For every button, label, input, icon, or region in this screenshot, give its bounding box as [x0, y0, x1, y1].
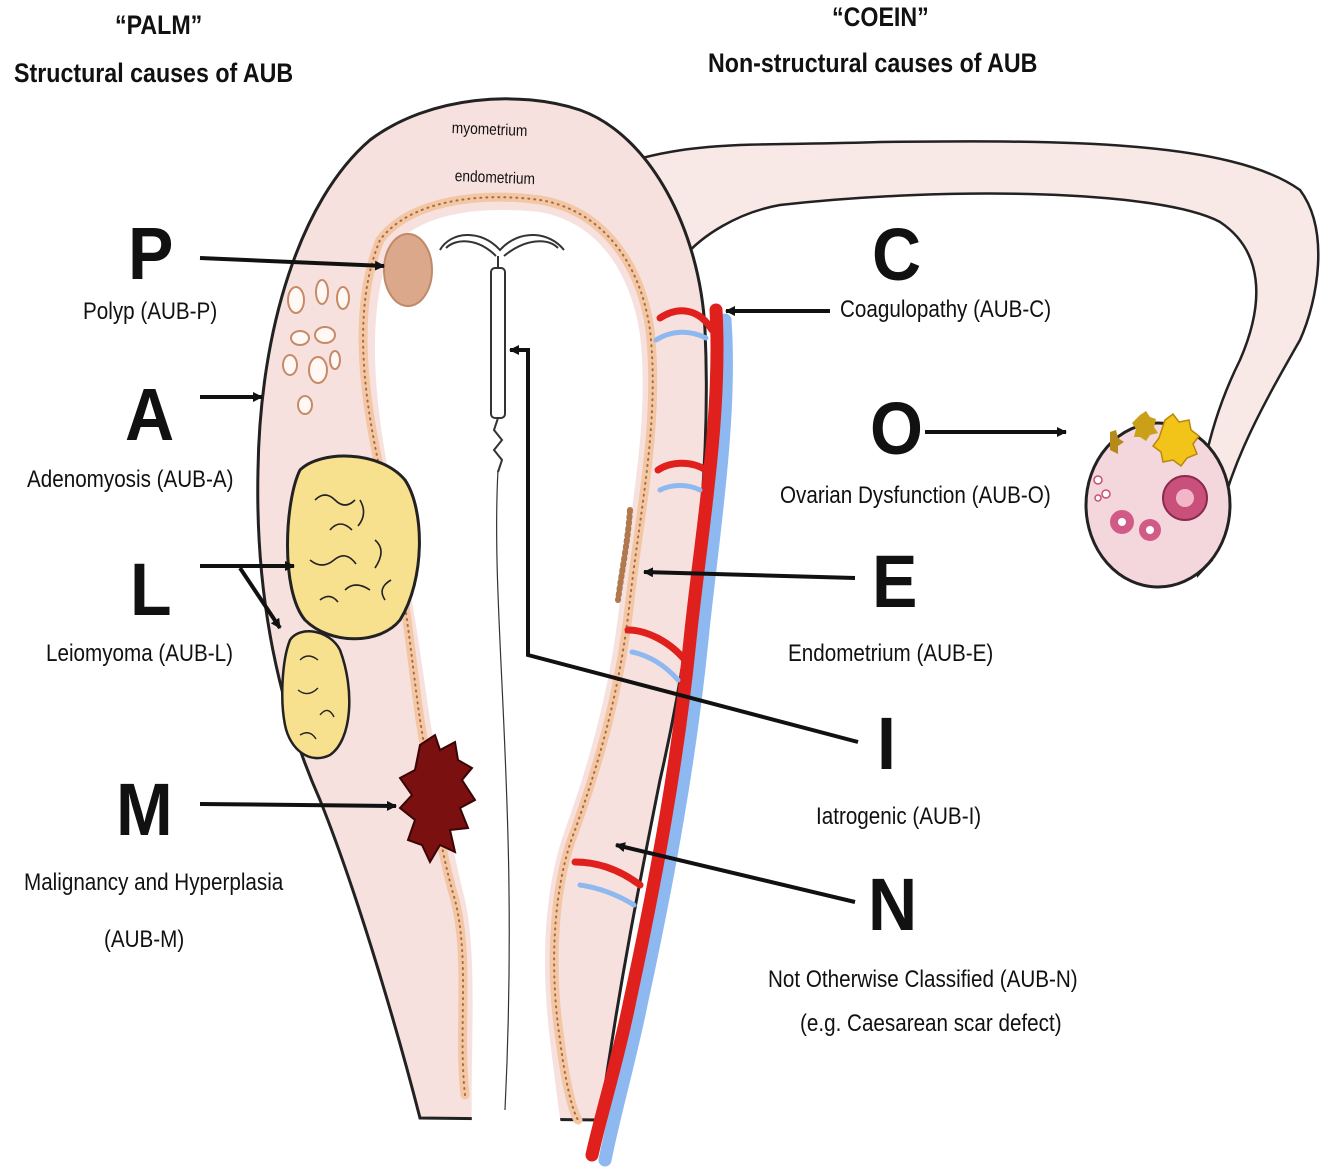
label-polyp: Polyp (AUB-P)	[83, 298, 217, 326]
label-leiomyoma: Leiomyoma (AUB-L)	[46, 640, 233, 668]
label-ovarian: Ovarian Dysfunction (AUB-O)	[780, 482, 1051, 510]
letter-a: A	[125, 378, 174, 452]
label-malignancy-code: (AUB-M)	[104, 926, 184, 954]
label-coagulopathy: Coagulopathy (AUB-C)	[840, 296, 1051, 324]
label-caesarean: (e.g. Caesarean scar defect)	[800, 1010, 1062, 1038]
letter-o: O	[870, 392, 923, 466]
palm-subtitle: Structural causes of AUB	[14, 58, 293, 89]
coein-title: “COEIN”	[832, 2, 929, 33]
label-adenomyosis: Adenomyosis (AUB-A)	[27, 466, 233, 494]
myometrium-label: myometrium	[451, 120, 527, 141]
letter-c: C	[872, 218, 921, 292]
label-iatrogenic: Iatrogenic (AUB-I)	[816, 803, 981, 831]
letter-i: I	[877, 707, 896, 781]
label-malignancy: Malignancy and Hyperplasia	[24, 869, 283, 897]
letter-p: P	[128, 217, 173, 291]
polyp	[384, 234, 432, 306]
coein-subtitle: Non-structural causes of AUB	[708, 48, 1037, 79]
letter-e: E	[872, 545, 917, 619]
letter-m: M	[116, 773, 173, 847]
leiomyoma-large	[288, 456, 420, 639]
label-endometrium: Endometrium (AUB-E)	[788, 640, 993, 668]
letter-n: N	[868, 868, 917, 942]
label-not-classified: Not Otherwise Classified (AUB-N)	[768, 966, 1078, 994]
endometrium-label: endometrium	[454, 168, 535, 189]
palm-title: “PALM”	[115, 10, 202, 41]
letter-l: L	[130, 553, 172, 627]
